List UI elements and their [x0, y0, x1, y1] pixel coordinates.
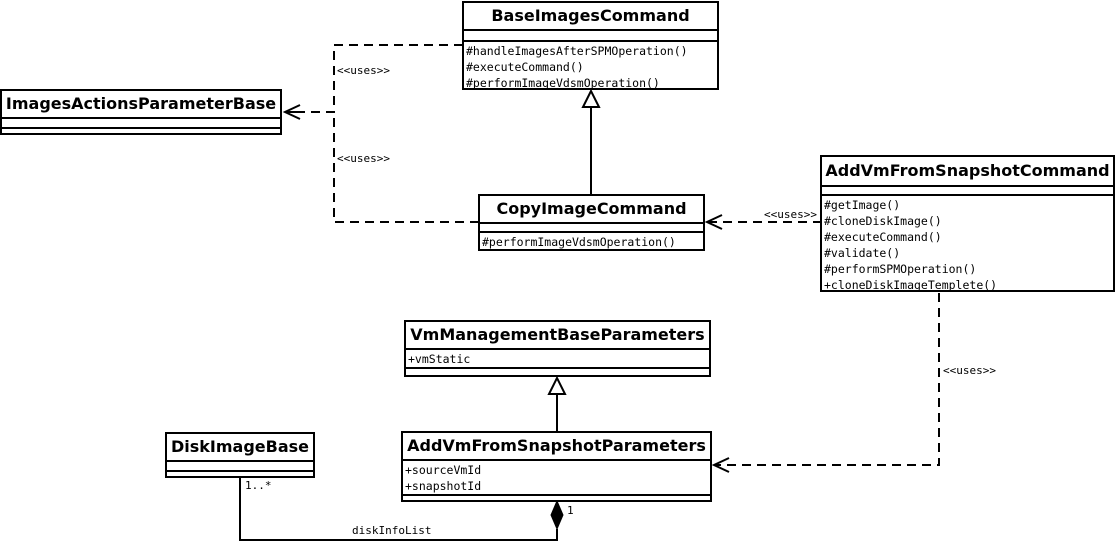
attribute: +sourceVmId: [405, 463, 482, 477]
generalization-copy-to-base[interactable]: [581, 88, 601, 194]
multiplicity-part: 1..*: [245, 479, 272, 492]
class-name: ImagesActionsParameterBase: [5, 94, 277, 113]
operations-section: #handleImagesAfterSPMOperation() #execut…: [464, 40, 717, 91]
operations-section: #performImageVdsmOperation(): [480, 231, 703, 250]
class-vm-management-base-parameters[interactable]: VmManagementBaseParameters +vmStatic: [404, 320, 711, 377]
attributes-section: +vmStatic: [406, 348, 709, 367]
composition-disk-info-list[interactable]: [239, 476, 564, 541]
uses-label: <<uses>>: [764, 208, 817, 221]
class-name: VmManagementBaseParameters: [410, 325, 705, 344]
attribute: +vmStatic: [408, 352, 471, 366]
role-label: diskInfoList: [352, 524, 432, 537]
operation: #performImageVdsmOperation(): [482, 235, 676, 249]
operation: #cloneDiskImage(): [824, 214, 942, 228]
dependency-line: [714, 293, 940, 466]
attributes-section: [480, 222, 703, 231]
class-name: AddVmFromSnapshotCommand: [825, 161, 1110, 180]
class-name: DiskImageBase: [170, 437, 310, 456]
operation: #validate(): [824, 246, 901, 260]
attributes-section: [822, 185, 1113, 194]
operation: #handleImagesAfterSPMOperation(): [466, 44, 688, 58]
operations-section: [167, 470, 313, 478]
dependency-base-to-params[interactable]: [288, 44, 463, 113]
operations-section: [2, 127, 280, 135]
class-name: AddVmFromSnapshotParameters: [407, 436, 706, 455]
open-arrowhead-icon: [704, 214, 723, 230]
attributes-section: [464, 29, 717, 40]
operation: #performSPMOperation(): [824, 262, 977, 276]
class-base-images-command[interactable]: BaseImagesCommand #handleImagesAfterSPMO…: [462, 1, 719, 90]
attributes-section: [167, 460, 313, 470]
operation: #getImage(): [824, 198, 901, 212]
hollow-triangle-icon: [547, 375, 567, 395]
uses-label: <<uses>>: [943, 364, 996, 377]
class-images-actions-parameter-base[interactable]: ImagesActionsParameterBase: [0, 89, 282, 135]
dependency-addvm-to-snapshot-params[interactable]: [711, 293, 940, 473]
dependency-addvm-to-copy[interactable]: [704, 214, 822, 230]
operations-section: [406, 367, 709, 375]
dependency-line: [288, 44, 463, 113]
operation: #executeCommand(): [466, 60, 584, 74]
operation: #performImageVdsmOperation(): [466, 76, 660, 90]
uses-label: <<uses>>: [337, 64, 390, 77]
class-add-vm-from-snapshot-parameters[interactable]: AddVmFromSnapshotParameters +sourceVmId …: [401, 431, 712, 502]
class-name: BaseImagesCommand: [491, 6, 690, 25]
uses-label: <<uses>>: [337, 152, 390, 165]
attributes-section: [2, 117, 280, 127]
composition-line: [239, 476, 558, 541]
multiplicity-whole: 1: [567, 504, 574, 517]
open-arrowhead-icon: [711, 457, 730, 473]
attributes-section: +sourceVmId +snapshotId: [403, 459, 710, 494]
class-add-vm-from-snapshot-command[interactable]: AddVmFromSnapshotCommand #getImage() #cl…: [820, 155, 1115, 292]
operation: +cloneDiskImageTemplete(): [824, 278, 998, 292]
filled-diamond-icon: [550, 499, 564, 531]
dependency-copy-to-params[interactable]: [333, 112, 479, 223]
generalization-params-to-vmmgmt[interactable]: [547, 375, 567, 432]
operations-section: [403, 494, 710, 502]
operations-section: #getImage() #cloneDiskImage() #executeCo…: [822, 194, 1113, 293]
attribute: +snapshotId: [405, 479, 482, 493]
hollow-triangle-icon: [581, 88, 601, 108]
operation: #executeCommand(): [824, 230, 942, 244]
dependency-line: [333, 112, 479, 223]
class-copy-image-command[interactable]: CopyImageCommand #performImageVdsmOperat…: [478, 194, 705, 251]
class-disk-image-base[interactable]: DiskImageBase: [165, 432, 315, 478]
class-name: CopyImageCommand: [496, 199, 687, 218]
open-arrowhead-icon: [282, 104, 302, 120]
